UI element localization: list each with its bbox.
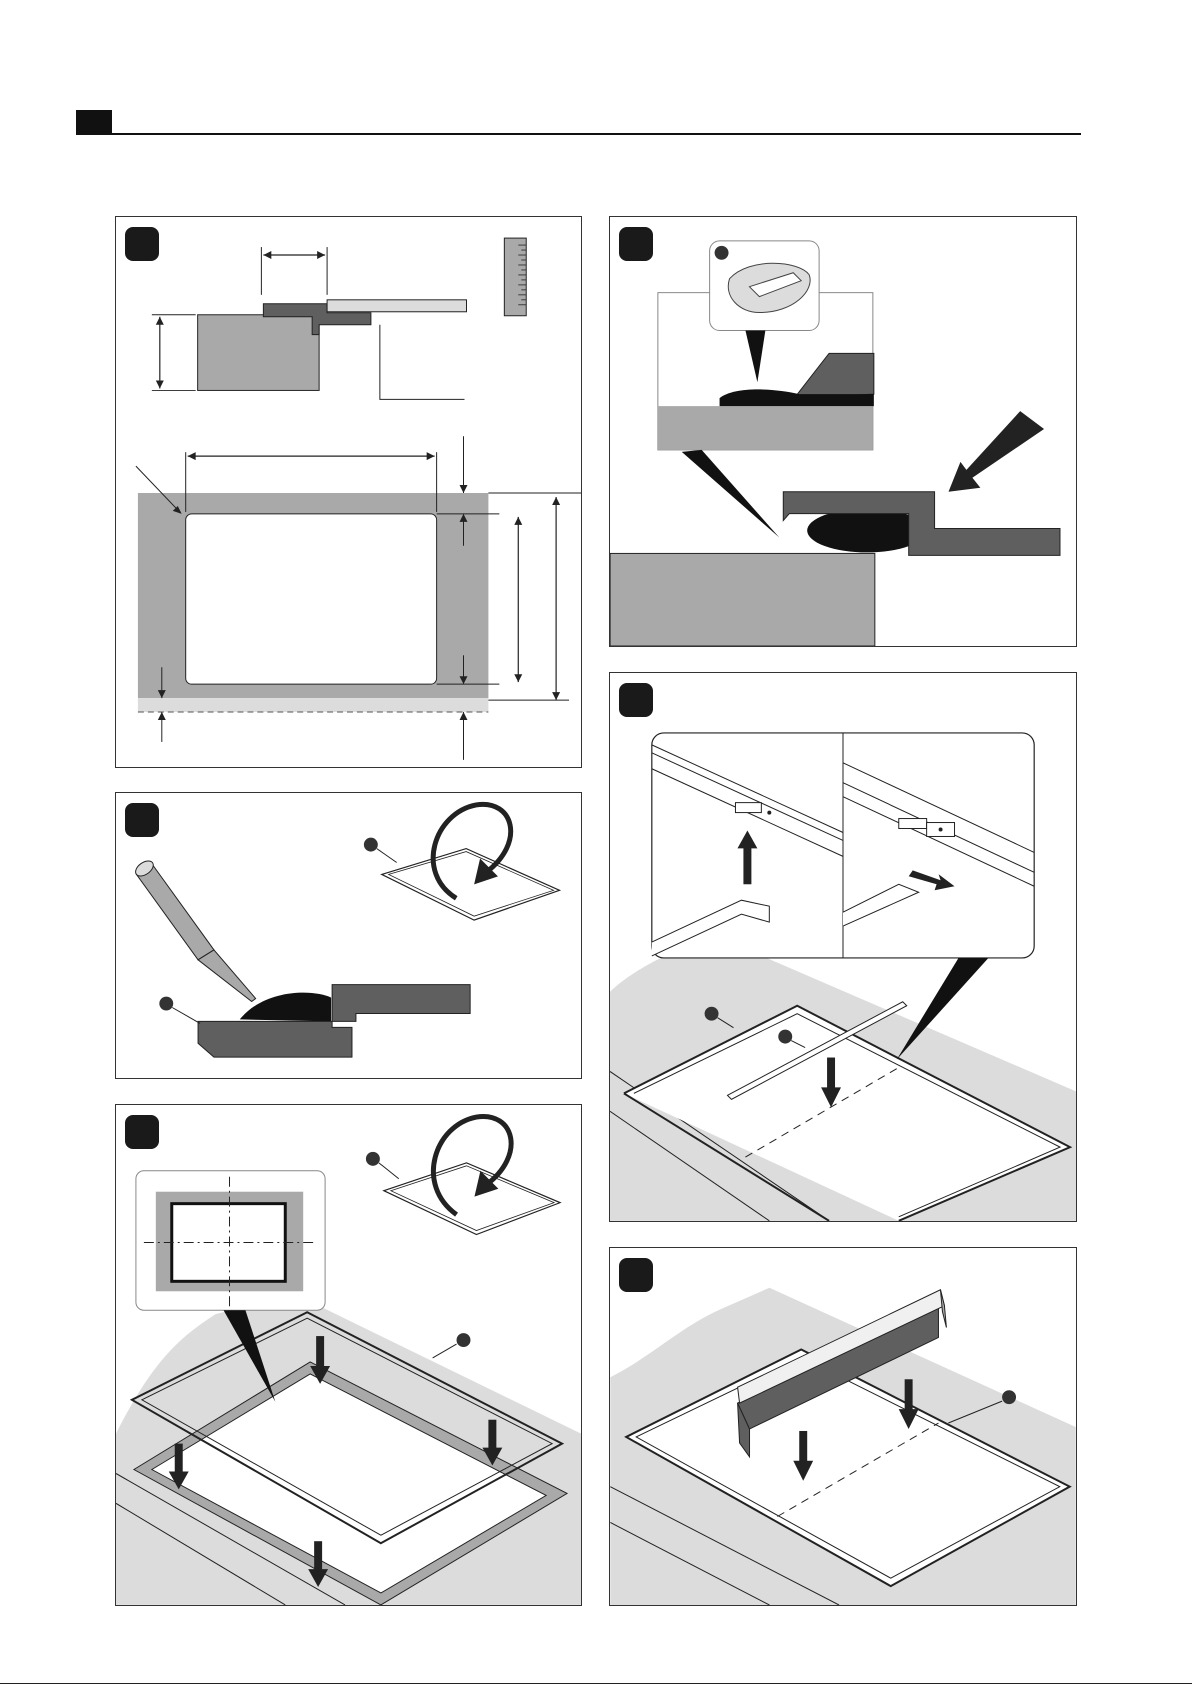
footer-divider xyxy=(0,1683,1192,1684)
silicone-gun-icon xyxy=(133,858,256,1002)
silicone-sealant-application xyxy=(116,793,581,1078)
header-divider xyxy=(76,133,1081,135)
section-marker xyxy=(76,110,112,133)
inserting-support-bracket xyxy=(610,673,1076,1221)
worktop-edge-strip xyxy=(138,698,488,712)
cutout-opening xyxy=(186,514,437,684)
cleaning-excess-sealant xyxy=(610,217,1076,646)
inserting-appliance xyxy=(610,1248,1076,1605)
panel-step-6 xyxy=(609,1247,1077,1606)
panel-step-5 xyxy=(609,672,1077,1222)
frame-thumbnail xyxy=(364,838,560,920)
glass-plate xyxy=(327,300,466,312)
push-arrow-icon xyxy=(949,411,1045,492)
ruler-icon xyxy=(504,238,526,316)
worktop-section xyxy=(610,553,875,646)
cutout-dimensions-diagram xyxy=(116,217,581,767)
worktop-section xyxy=(198,315,319,391)
frame-profile xyxy=(198,985,470,1057)
panel-step-4 xyxy=(609,216,1077,647)
panel-step-3 xyxy=(115,1104,582,1606)
panel-step-2 xyxy=(115,792,582,1079)
frame-placement-into-cutout xyxy=(116,1105,581,1605)
panel-step-1 xyxy=(115,216,582,768)
